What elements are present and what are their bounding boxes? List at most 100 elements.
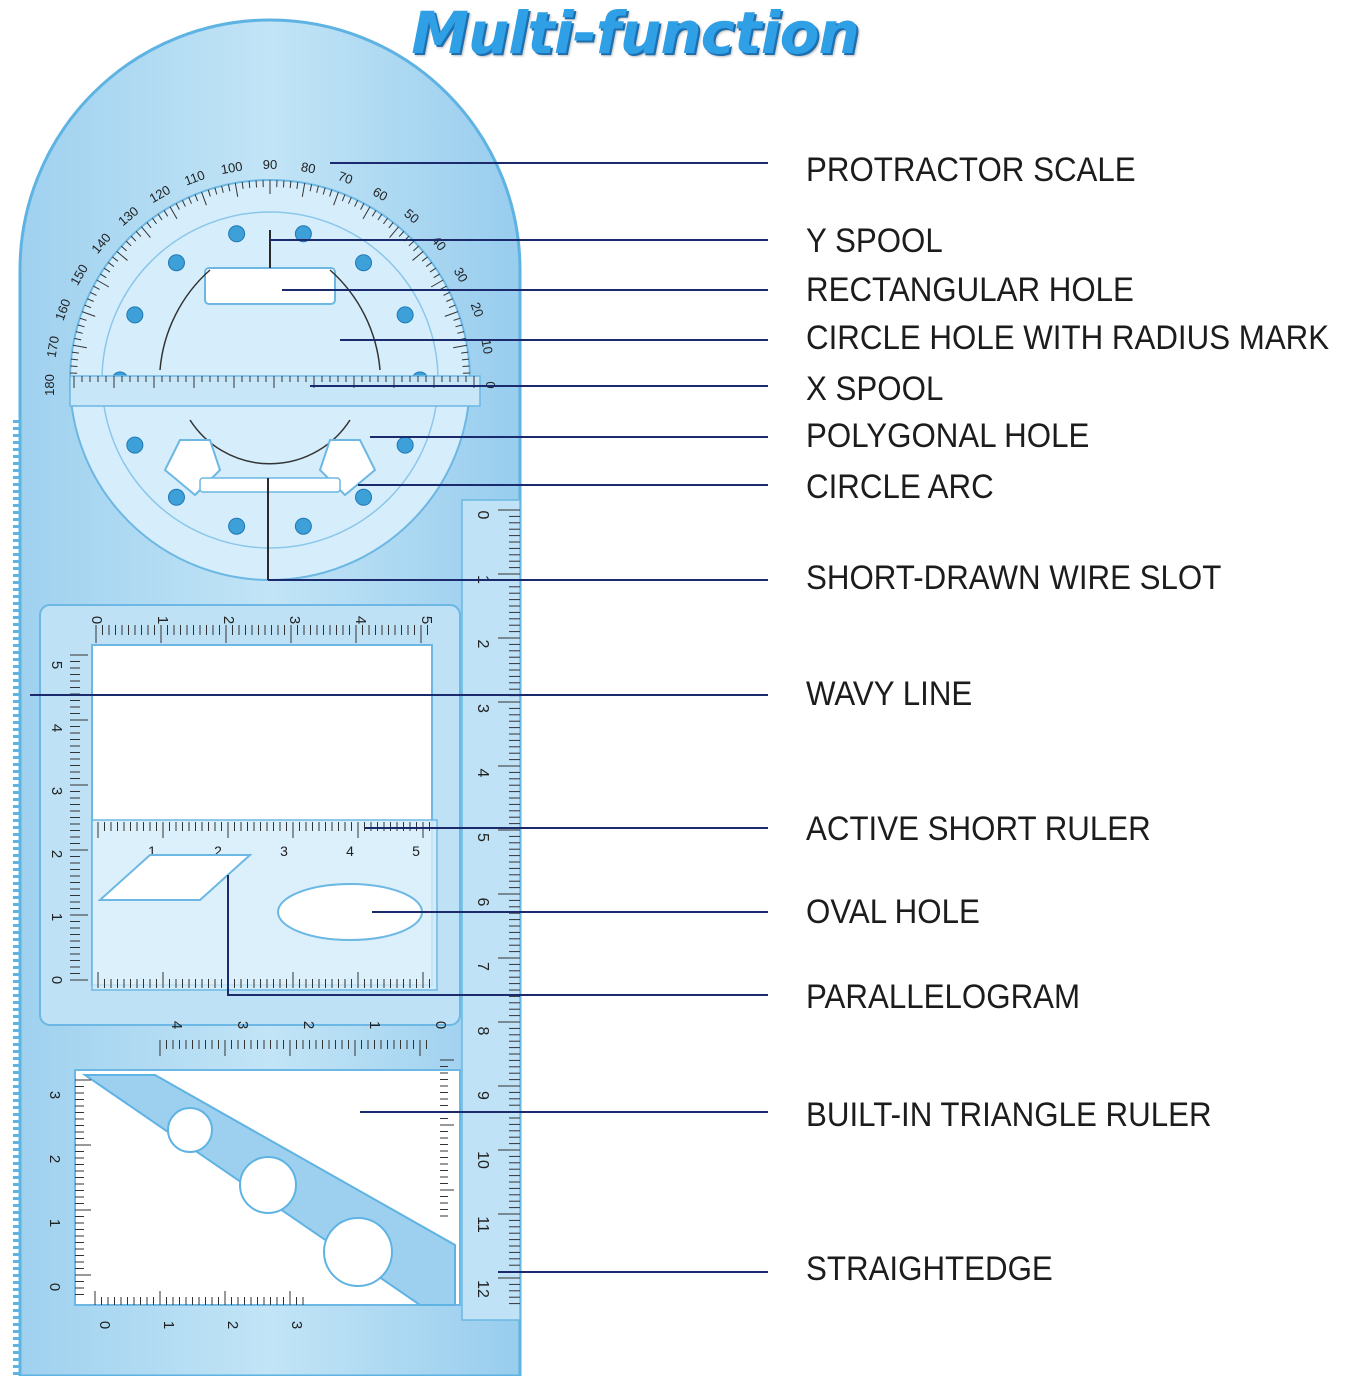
- protractor-tick: [362, 206, 371, 220]
- protractor-tick: [146, 222, 152, 229]
- right-ruler-number: 11: [474, 1216, 491, 1233]
- protractor-tick: [448, 304, 456, 309]
- protractor-tick: [316, 185, 319, 193]
- label-circle-arc: CIRCLE ARC: [806, 468, 994, 506]
- protractor-tick: [429, 267, 437, 273]
- protractor-tick: [433, 273, 440, 279]
- protractor-tick: [461, 351, 469, 354]
- protractor-tick: [87, 298, 94, 302]
- protractor-tick: [75, 331, 83, 334]
- short-ruler-number: 4: [346, 843, 354, 859]
- protractor-number: 60: [370, 184, 390, 204]
- protractor-tick: [408, 240, 415, 247]
- label-x-spool: X SPOOL: [806, 370, 944, 408]
- short-ruler-number: 2: [214, 843, 222, 859]
- protractor-tick: [221, 185, 224, 193]
- triangle-bottom-number: 1: [160, 1321, 177, 1329]
- disc-hole: [228, 517, 246, 535]
- protractor-tick: [79, 317, 87, 321]
- left-window-number: 0: [48, 976, 65, 984]
- protractor-tick: [455, 324, 463, 328]
- label-wavy-line: WAVY LINE: [806, 675, 973, 713]
- protractor-tick: [201, 191, 207, 206]
- short-ruler-number: 1: [148, 843, 156, 859]
- disc-hole: [167, 254, 185, 272]
- protractor-tick: [398, 231, 405, 237]
- protractor-tick: [333, 191, 339, 206]
- label-circle-hole-radius-mark: CIRCLE HOLE WITH RADIUS MARK: [806, 319, 1330, 357]
- triangle-left-number: 0: [46, 1283, 63, 1291]
- label-rectangular-hole: RECTANGULAR HOLE: [806, 271, 1134, 309]
- protractor-tick: [169, 206, 178, 220]
- protractor-number: 110: [182, 167, 207, 188]
- disc-hole: [294, 517, 312, 535]
- protractor-tick: [100, 273, 107, 279]
- wire-slot: [199, 477, 341, 493]
- protractor-dots: [111, 225, 429, 535]
- protractor-tick: [354, 200, 359, 207]
- protractor-tick: [112, 256, 119, 262]
- top-window-number: 3: [286, 616, 303, 624]
- protractor-tick: [141, 226, 151, 238]
- protractor-tick: [421, 256, 428, 262]
- left-window-number: 1: [48, 913, 65, 921]
- protractor-tick: [371, 210, 377, 217]
- top-window-number: 5: [418, 616, 435, 624]
- protractor-tick: [453, 317, 461, 321]
- bottom-window-number: 0: [432, 1021, 449, 1029]
- x-spool-ticks: [73, 376, 475, 388]
- protractor-tick: [90, 291, 97, 296]
- protractor-tick: [348, 197, 352, 204]
- top-window-number: 4: [352, 616, 369, 624]
- disc-hole: [126, 306, 144, 324]
- protractor-tick: [194, 194, 199, 202]
- protractor-tick: [289, 181, 292, 189]
- protractor-tick: [227, 184, 231, 192]
- disc-hole: [355, 254, 373, 272]
- left-window-number: 4: [48, 724, 65, 732]
- protractor-tick: [360, 203, 365, 210]
- right-ruler-number: 12: [474, 1280, 491, 1298]
- protractor-tick: [453, 344, 468, 349]
- top-window-number: 2: [220, 616, 237, 624]
- protractor-number: 100: [220, 159, 244, 178]
- protractor-tick: [248, 181, 251, 189]
- protractor-number: 20: [468, 300, 487, 319]
- protractor-tick: [157, 213, 163, 221]
- triangle-left-number: 2: [46, 1155, 63, 1163]
- protractor-number: 180: [42, 374, 57, 396]
- protractor-number: 80: [300, 159, 317, 176]
- right-ruler-number: 9: [474, 1091, 491, 1100]
- disc-hole: [294, 225, 312, 243]
- protractor-tick: [135, 231, 142, 237]
- right-ruler-number: 5: [474, 833, 491, 842]
- disc-hole: [126, 436, 144, 454]
- protractor-tick: [181, 200, 186, 207]
- left-window-number: 5: [48, 661, 65, 669]
- disc-hole: [396, 436, 414, 454]
- triangle-left-number: 1: [46, 1219, 63, 1227]
- label-protractor-scale: PROTRACTOR SCALE: [806, 151, 1136, 189]
- circle-arc-left: [159, 269, 211, 371]
- triangle-bottom-number: 0: [96, 1321, 113, 1329]
- protractor-tick: [71, 351, 79, 354]
- protractor-tick: [322, 187, 326, 195]
- leader-lines: [30, 162, 768, 1273]
- protractor-tick: [175, 203, 180, 210]
- protractor-number: 90: [263, 157, 277, 172]
- right-ruler: [461, 499, 521, 1321]
- right-ruler-number: 3: [474, 704, 491, 713]
- circle-arc-right: [329, 269, 381, 371]
- right-ruler-number: 2: [474, 640, 491, 649]
- protractor-tick: [296, 181, 299, 189]
- rectangular-hole: [204, 267, 336, 305]
- protractor-tick: [107, 262, 115, 267]
- protractor-tick: [96, 279, 110, 288]
- protractor-tick: [430, 279, 444, 288]
- protractor-tick: [457, 331, 465, 334]
- left-window-number: 2: [48, 850, 65, 858]
- protractor-tick: [234, 182, 239, 197]
- protractor-tick: [461, 358, 469, 361]
- protractor-tick: [329, 189, 333, 197]
